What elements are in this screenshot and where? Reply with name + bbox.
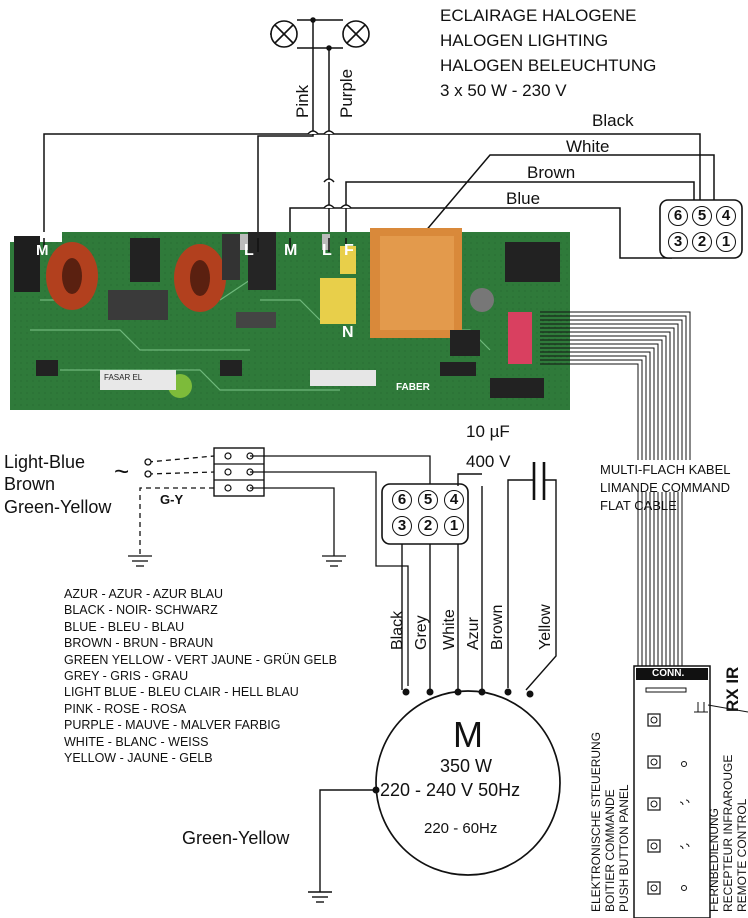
pcb-silk-logo: FABER (396, 382, 430, 393)
legend-item: GREEN YELLOW - VERT JAUNE - GRÜN GELB (64, 652, 337, 667)
control-panel (633, 665, 748, 918)
motor-wire-azur: Azur (465, 616, 482, 650)
panel-right-line-1: FERNBEDIENUNG (707, 808, 721, 912)
pcb-terminal-leads (43, 238, 347, 252)
wire-bridges (307, 130, 352, 209)
gy-label: G-Y (160, 492, 184, 507)
motor-symbol: M (453, 714, 483, 755)
pin-4: 4 (716, 206, 736, 226)
conn-label: CONN. (652, 668, 685, 679)
motor-earth-label: Green-Yellow (182, 828, 290, 848)
motor-power: 350 W (440, 756, 493, 776)
motor-wire-yellow: Yellow (537, 604, 554, 650)
legend-item: WHITE - BLANC - WEISS (64, 734, 209, 749)
legend-item: AZUR - AZUR - AZUR BLAU (64, 587, 224, 601)
motor-pin-6: 6 (392, 490, 412, 510)
motor-wire-white: White (441, 609, 458, 650)
terminal-f: F (344, 242, 354, 259)
rx-ir-label: RX IR (723, 667, 742, 712)
wire-label-brown: Brown (527, 163, 576, 182)
header-line-4: 3 x 50 W - 230 V (440, 81, 567, 100)
capacitor-value: 10 µF (466, 422, 510, 441)
panel-left-line-2: BOITIER COMMANDE (603, 789, 617, 912)
pin-6: 6 (668, 206, 688, 226)
pin-1: 1 (716, 232, 736, 252)
motor-wire-grey: Grey (413, 615, 430, 650)
pcb-silk-label: FASAR EL (104, 373, 143, 382)
flat-cable (540, 311, 691, 668)
motor-pin-1: 1 (444, 516, 464, 536)
purple-wire-label: Purple (337, 69, 356, 118)
motor-leads (401, 473, 483, 690)
motor (372, 688, 561, 876)
supply-green-yellow: Green-Yellow (4, 497, 112, 517)
motor-voltage: 220 - 240 V 50Hz (380, 780, 521, 800)
legend-item: BROWN - BRUN - BRAUN (64, 636, 214, 651)
terminal-m-left: M (36, 242, 49, 259)
halogen-lamp-right (342, 20, 370, 48)
motor-pin-4: 4 (444, 490, 464, 510)
terminal-l: L (322, 242, 332, 259)
legend-item: YELLOW - JAUNE - GELB (64, 751, 213, 766)
pin-3: 3 (668, 232, 688, 252)
terminal-l-left: L (244, 242, 254, 259)
wire-label-white: White (566, 137, 610, 156)
color-legend: AZUR - AZUR - AZUR BLAU BLACK - NOIR- SC… (64, 586, 337, 766)
legend-item: LIGHT BLUE - BLEU CLAIR - HELL BLAU (64, 685, 299, 700)
pcb-board (10, 228, 570, 410)
pin-2: 2 (692, 232, 712, 252)
panel-left-line-3: PUSH BUTTON PANEL (617, 784, 631, 912)
supply-wiring (128, 455, 431, 686)
header-line-1: ECLAIRAGE HALOGENE (440, 6, 637, 25)
motor-voltage-60hz: 220 - 60Hz (424, 820, 498, 837)
motor-pin-5: 5 (418, 490, 438, 510)
panel-left-line-1: ELEKTRONISCHE STEUERUNG (589, 732, 603, 912)
flat-cable-line-1: MULTI-FLACH KABEL (600, 462, 731, 477)
legend-item: PURPLE - MAUVE - MALVER FARBIG (64, 718, 281, 733)
supply-light-blue: Light-Blue (4, 452, 86, 472)
wire-label-blue: Blue (506, 189, 541, 208)
flat-cable-line-3: FLAT CABLE (600, 498, 677, 513)
header-line-3: HALOGEN BELEUCHTUNG (440, 56, 657, 75)
header-line-2: HALOGEN LIGHTING (440, 31, 609, 50)
pink-wire-label: Pink (293, 84, 312, 118)
panel-right-line-2: RECEPTEUR INFRAROUGE (721, 755, 735, 912)
legend-item: BLACK - NOIR- SCHWARZ (64, 603, 218, 618)
motor-pin-2: 2 (418, 516, 438, 536)
legend-item: BLUE - BLEU - BLAU (64, 619, 185, 634)
motor-wire-brown: Brown (489, 605, 506, 650)
terminal-n: N (342, 324, 354, 341)
flat-cable-line-2: LIMANDE COMMAND (600, 480, 731, 495)
supply-brown: Brown (4, 474, 56, 494)
panel-right-line-3: REMOTE CONTROL (735, 798, 748, 912)
legend-item: GREY - GRIS - GRAU (64, 669, 189, 684)
legend-item: PINK - ROSE - ROSA (64, 701, 187, 716)
motor-pin-3: 3 (392, 516, 412, 536)
pin-5: 5 (692, 206, 712, 226)
capacitor-voltage: 400 V (466, 452, 511, 471)
ac-symbol: ~ (114, 456, 130, 486)
wire-label-black: Black (592, 111, 634, 130)
motor-earth (308, 789, 376, 903)
terminal-m: M (284, 242, 298, 259)
capacitor (507, 462, 557, 691)
motor-wire-black: Black (389, 610, 406, 650)
halogen-lamp-left (270, 20, 298, 48)
